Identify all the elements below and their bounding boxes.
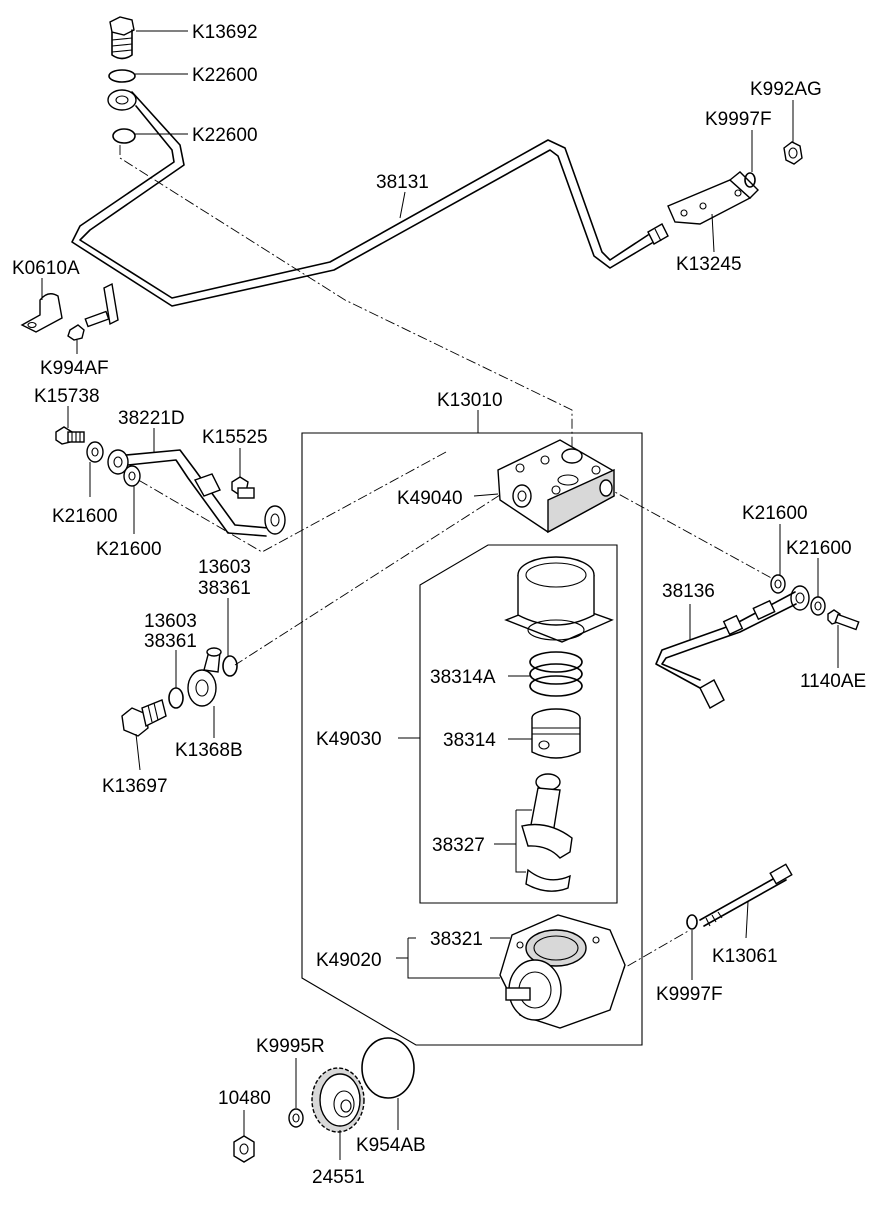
oring-38361-lower (168, 687, 184, 709)
washer-k22600-top (108, 69, 136, 83)
cylinder-head-k49040 (497, 439, 615, 534)
label-38314a: 38314A (430, 667, 496, 688)
label-38327: 38327 (432, 835, 485, 856)
label-k49040: K49040 (397, 488, 463, 509)
piston-38314 (531, 708, 581, 759)
label-k0610a: K0610A (12, 258, 80, 279)
label-k954ab: K954AB (356, 1135, 426, 1156)
label-k21600-left-a: K21600 (52, 506, 118, 527)
label-10480: 10480 (218, 1088, 271, 1109)
washer-k22600-lower (112, 128, 136, 144)
label-k15525: K15525 (202, 427, 268, 448)
pipe-38136 (655, 585, 810, 709)
cylinder-liner (504, 556, 614, 643)
label-38361-lower: 38361 (144, 631, 197, 652)
washer-k21600-left-a (86, 441, 104, 463)
label-k13245: K13245 (676, 254, 742, 275)
label-38314: 38314 (443, 730, 496, 751)
pipe-38221d (107, 449, 286, 537)
label-13603-upper: 13603 (198, 557, 251, 578)
label-k13697: K13697 (102, 776, 168, 797)
piston-rings-38314a (529, 651, 583, 697)
label-k21600-left-b: K21600 (96, 539, 162, 560)
label-k15738: K15738 (34, 386, 100, 407)
label-k1368b: K1368B (175, 740, 243, 761)
bolt-k15525 (231, 476, 255, 499)
label-k21600-right-a: K21600 (742, 503, 808, 524)
bracket-k13245 (667, 171, 759, 225)
label-k22600-lower: K22600 (192, 125, 258, 146)
connecting-rod-38327 (521, 773, 573, 892)
pipe-38131 (71, 89, 669, 307)
oring-k954ab (361, 1037, 415, 1099)
nut-k992ag (783, 141, 803, 165)
oring-38361-upper (222, 655, 238, 677)
nut-10480 (233, 1135, 255, 1163)
banjo-k1368b (187, 647, 222, 707)
bolt-k15738 (55, 426, 85, 445)
washer-k9995r (288, 1108, 304, 1128)
label-k21600-right-b: K21600 (786, 538, 852, 559)
label-k49020: K49020 (316, 950, 382, 971)
leader-lines (41, 30, 839, 1160)
bolt-k13697 (121, 699, 167, 737)
washer-k21600-left-b (123, 465, 141, 487)
label-13603-lower: 13603 (144, 611, 197, 632)
label-k49030: K49030 (316, 729, 382, 750)
label-k9995r: K9995R (256, 1036, 325, 1057)
label-k994af: K994AF (40, 358, 109, 379)
part-labels: K13692 K22600 K22600 K992AG K9997F 38131… (12, 22, 866, 1188)
label-k9997f-top: K9997F (705, 109, 772, 130)
washer-k21600-right-b (810, 596, 826, 616)
bolt-1140ae (827, 609, 860, 631)
label-k13010: K13010 (437, 390, 503, 411)
label-k22600-top: K22600 (192, 65, 258, 86)
label-1140ae: 1140AE (800, 671, 866, 692)
label-24551: 24551 (312, 1167, 365, 1188)
label-38221d: 38221D (118, 408, 185, 429)
washer-k9997f-lower (686, 914, 698, 930)
nut-k994af (67, 324, 85, 341)
label-k13061: K13061 (712, 946, 778, 967)
label-38361-upper: 38361 (198, 578, 251, 599)
alignment-lines (119, 145, 776, 976)
assembly-box-k49030 (419, 544, 618, 904)
clamp-k0610a (20, 282, 119, 333)
washer-k9997f-top (744, 172, 756, 188)
label-k13692: K13692 (192, 22, 258, 43)
gear-24551 (311, 1067, 365, 1133)
washer-k21600-right-a (770, 574, 786, 594)
banjo-bolt-k13692 (109, 16, 135, 60)
label-38136: 38136 (662, 581, 715, 602)
label-k9997f-lower: K9997F (656, 984, 723, 1005)
crankcase-38321 (499, 914, 626, 1029)
label-k992ag: K992AG (750, 79, 822, 100)
label-38131: 38131 (376, 172, 429, 193)
stud-k13061 (699, 863, 793, 927)
label-38321: 38321 (430, 929, 483, 950)
assembly-box-k13010 (301, 432, 643, 1046)
